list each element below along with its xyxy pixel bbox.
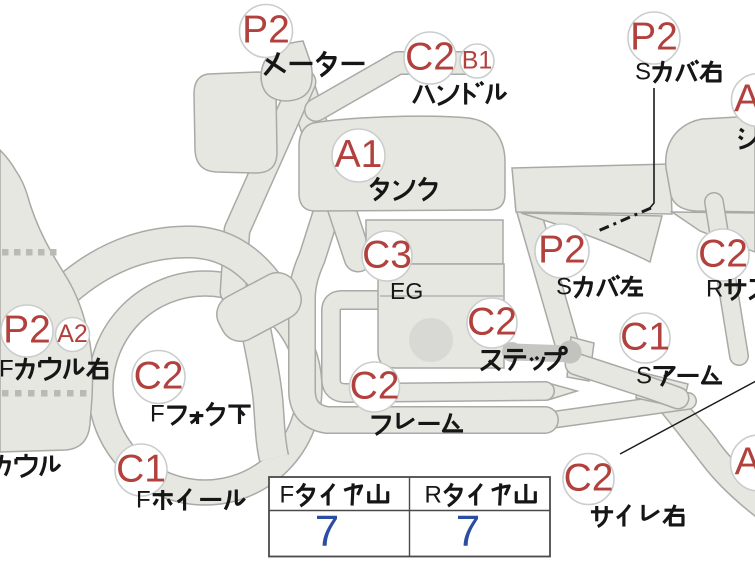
svg-text:7: 7: [456, 507, 480, 556]
svg-text:C2: C2: [564, 457, 614, 500]
svg-text:EG: EG: [390, 278, 423, 304]
svg-text:B1: B1: [462, 47, 493, 75]
svg-text:P2: P2: [538, 229, 586, 272]
svg-text:A1: A1: [734, 78, 755, 121]
svg-text:A1: A1: [335, 133, 383, 176]
svg-text:S: S: [635, 59, 651, 86]
svg-text:C3: C3: [362, 234, 412, 277]
svg-text:C1: C1: [116, 448, 166, 491]
svg-text:R: R: [706, 276, 723, 303]
svg-text:C1: C1: [620, 316, 670, 359]
svg-text:F: F: [280, 482, 295, 509]
svg-text:F: F: [150, 401, 165, 428]
svg-text:F: F: [136, 487, 151, 514]
svg-text:7: 7: [315, 507, 339, 556]
svg-text:A2: A2: [57, 320, 88, 348]
svg-text:P2: P2: [3, 309, 51, 352]
svg-text:P2: P2: [630, 16, 678, 59]
svg-text:C2: C2: [405, 36, 455, 79]
svg-text:C2: C2: [350, 365, 400, 408]
svg-text:C2: C2: [467, 301, 517, 344]
svg-text:S: S: [636, 363, 652, 390]
svg-text:F: F: [0, 356, 14, 383]
svg-text:C2: C2: [134, 355, 184, 398]
svg-text:A1: A1: [735, 441, 755, 484]
svg-text:S: S: [556, 274, 572, 301]
svg-text:C2: C2: [698, 233, 748, 276]
svg-text:R: R: [425, 482, 442, 509]
svg-text:P2: P2: [242, 9, 290, 52]
